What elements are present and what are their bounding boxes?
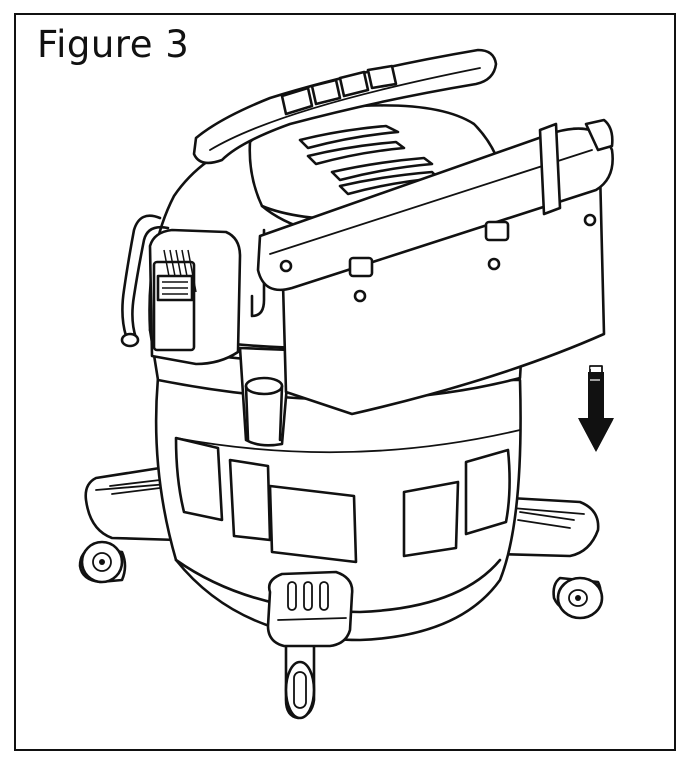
foot-left [84,466,184,542]
caster-right [552,576,604,620]
caster-front [284,638,316,720]
accessory-holder [238,228,292,447]
figure-label: Figure 3 [37,23,190,66]
tool-basket [256,118,614,416]
caster-left [78,540,127,584]
foot-front [266,570,354,648]
carry-handle [192,48,498,165]
power-cord [120,214,170,348]
switch-housing [148,228,242,366]
tank [154,376,522,642]
foot-right [494,496,600,558]
down-arrow-icon [578,365,614,452]
